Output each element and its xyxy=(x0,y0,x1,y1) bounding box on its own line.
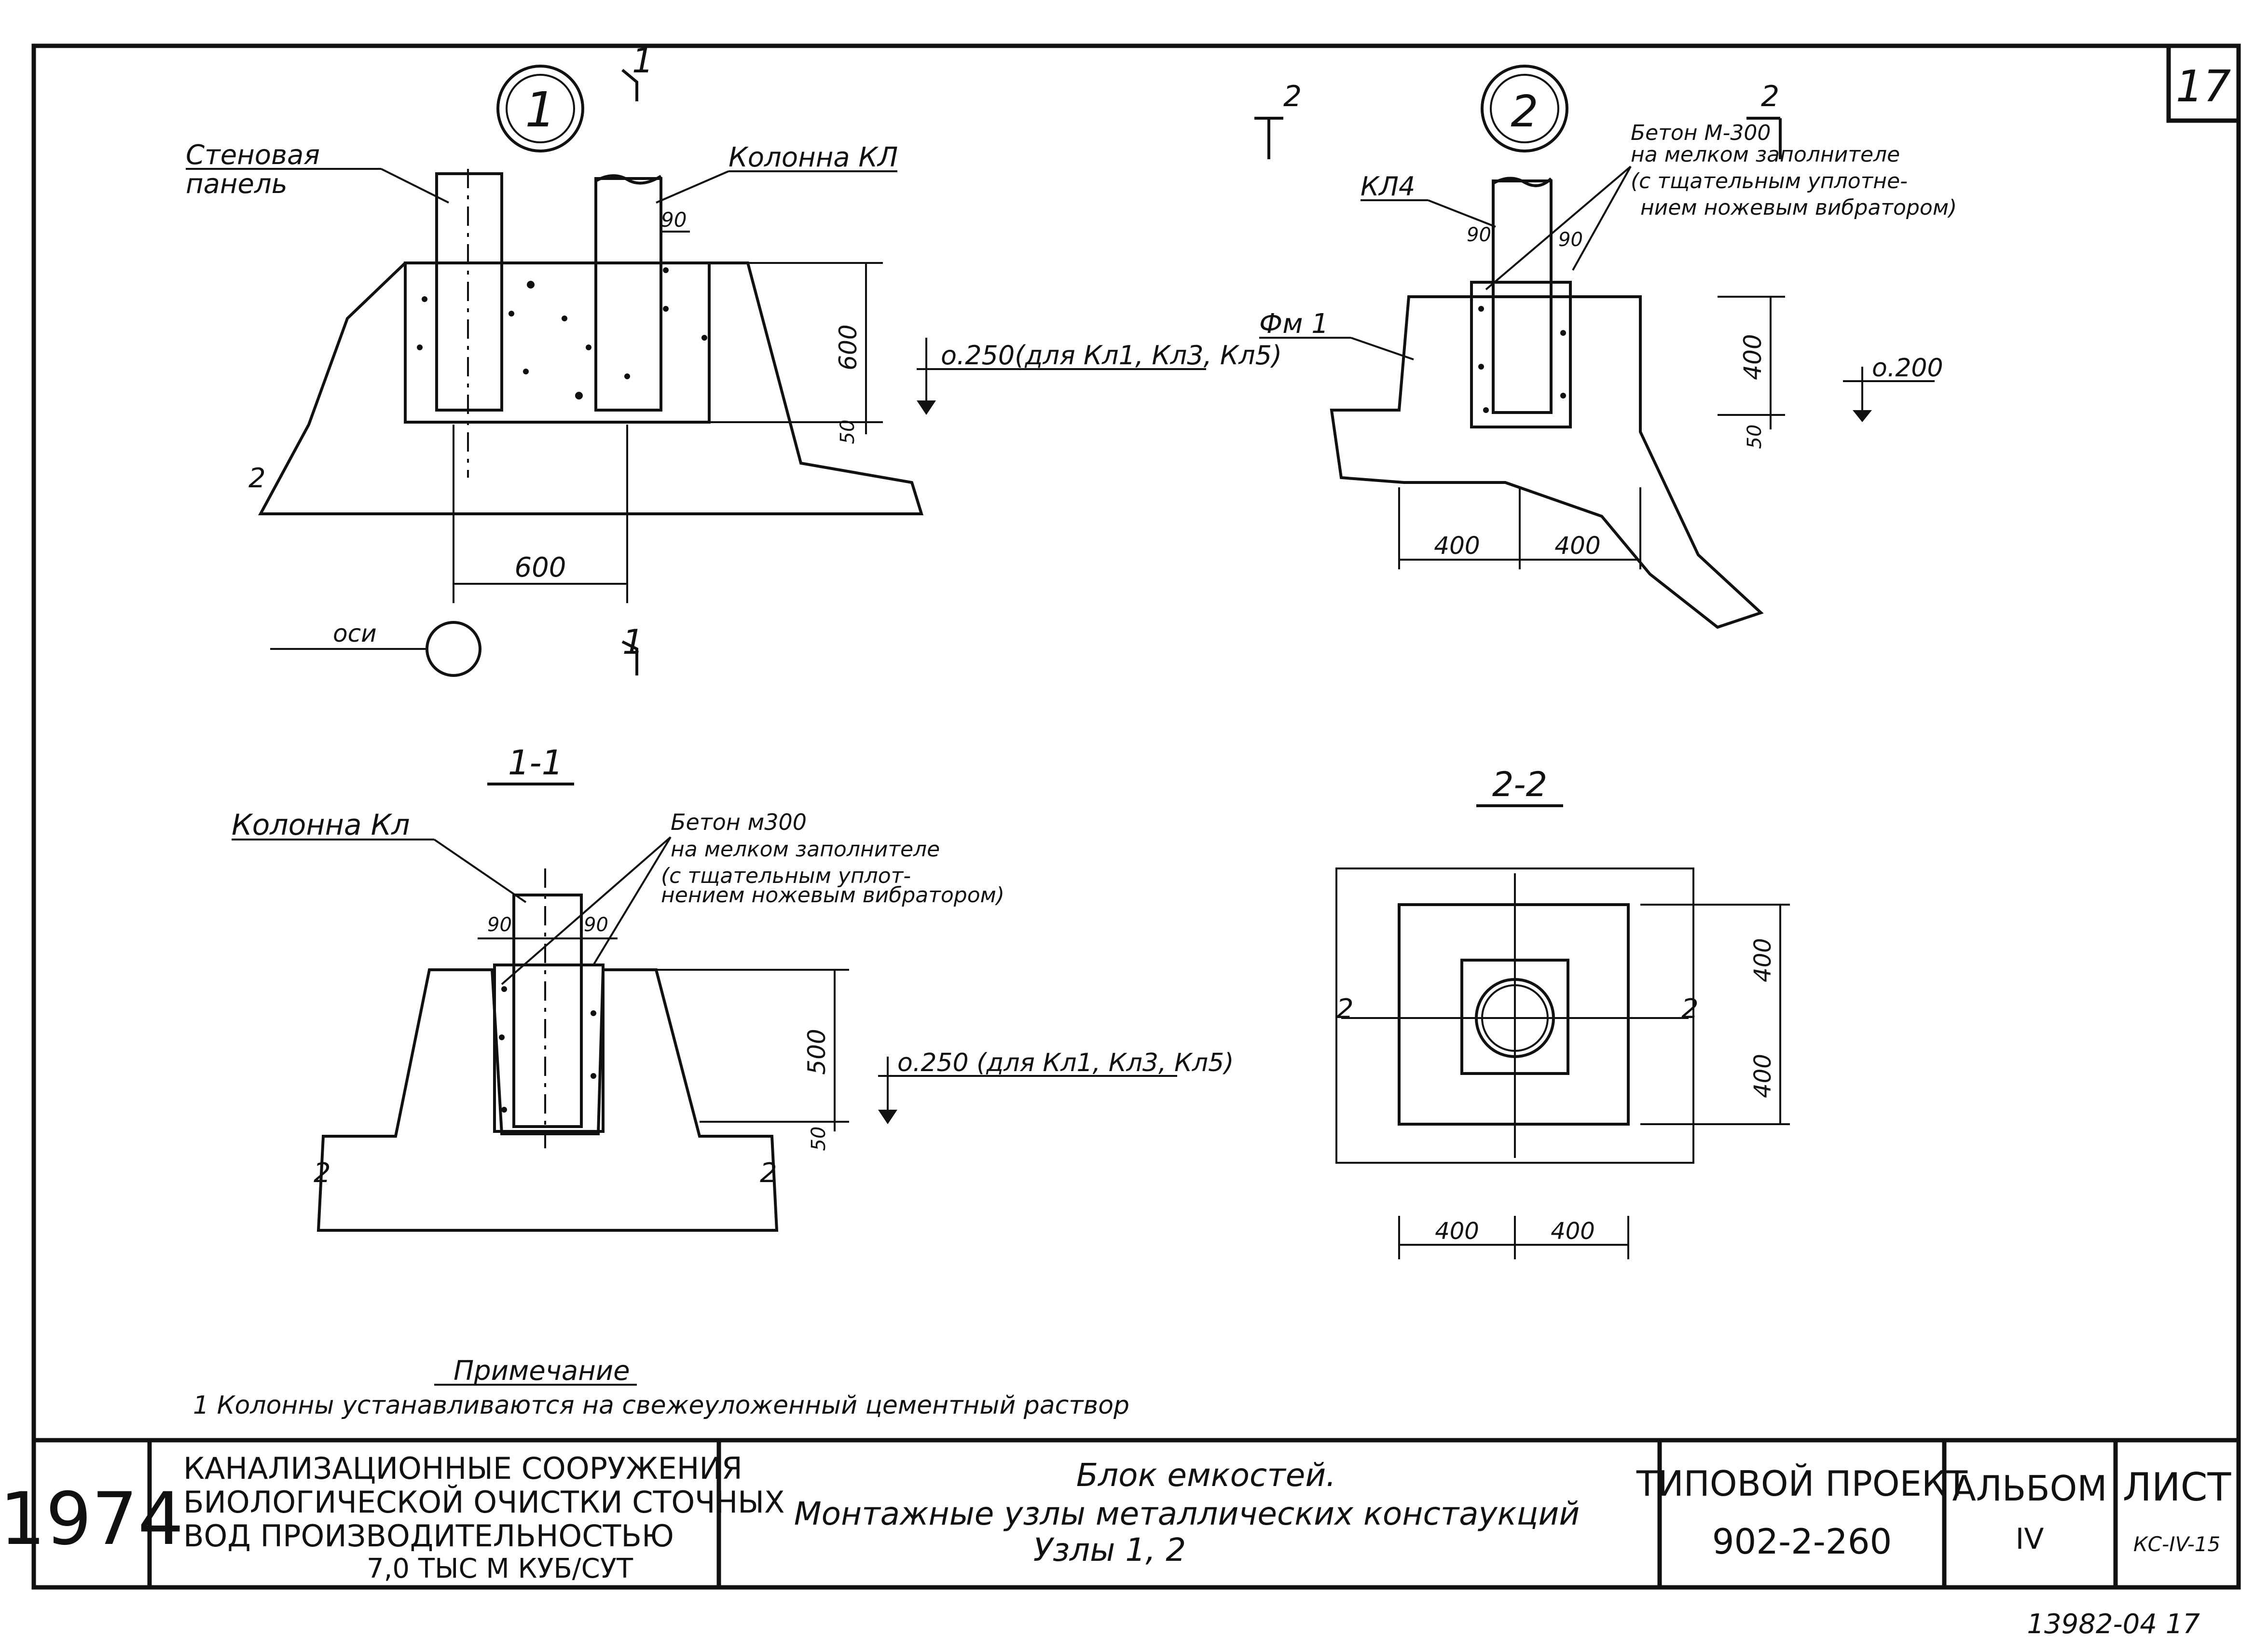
sheet-number-box: 17 xyxy=(2166,46,2239,123)
concrete-note-1-1-line-2: на мелком заполнителе xyxy=(671,837,940,862)
foundation-node-2 xyxy=(1330,295,1764,629)
axis-bubble xyxy=(426,621,481,677)
break-mark-1-1-left: 2 xyxy=(314,1157,331,1189)
wall-panel-label-2: панель xyxy=(186,168,288,200)
concrete-note-2-line-4: нием ножевым вибратором) xyxy=(1640,195,1957,220)
sheet-number: 17 xyxy=(2176,61,2231,112)
project-line-2: БИОЛОГИЧЕСКОЙ ОЧИСТКИ СТОЧНЫХ xyxy=(183,1485,784,1520)
wall-panel-label-1: Стеновая xyxy=(186,139,320,171)
dim-50-1-1: 50 xyxy=(808,1127,830,1151)
drawing-title-1: Блок емкостей. xyxy=(1076,1457,1336,1494)
dim-400-vertical-node-2: 400 xyxy=(1739,334,1767,380)
grout-pocket-2 xyxy=(1470,281,1572,428)
section-2-2-outer-dim-frame xyxy=(1335,867,1694,1164)
concrete-dots-2 xyxy=(1478,306,1566,413)
level-label-node-1: о.250(для Кл1, Кл3, Кл5) xyxy=(941,340,1282,371)
footer-stamp: 13982-04 17 xyxy=(2027,1609,2200,1640)
section-mark-1-bottom: 1 xyxy=(622,622,644,662)
column-section-1-1 xyxy=(512,894,583,1128)
callout-circle-1 xyxy=(496,65,584,152)
section-mark-1-top: 1 xyxy=(632,41,654,81)
concrete-note-2-line-1: Бетон М-300 xyxy=(1631,121,1771,145)
album-label: АЛЬБОМ xyxy=(1952,1468,2107,1509)
sheet-label: ЛИСТ xyxy=(2123,1465,2232,1510)
column-label-2: КЛ4 xyxy=(1361,171,1415,202)
title-block: 1974 КАНАЛИЗАЦИОННЫЕ СООРУЖЕНИЯ БИОЛОГИЧ… xyxy=(0,1438,2239,1587)
dim-50-node-1: 50 xyxy=(837,420,859,444)
sheet-frame xyxy=(31,43,2241,1590)
dim-90a-1-1: 90 xyxy=(487,914,512,936)
typical-project-number: 902-2-260 xyxy=(1712,1521,1892,1562)
foundation-node-1 xyxy=(258,262,924,515)
project-line-4: 7,0 ТЫС М КУБ/СУТ xyxy=(367,1553,633,1584)
dim-90b-1-1: 90 xyxy=(584,914,608,936)
dim-400-left-2-2: 400 xyxy=(1435,1218,1479,1245)
callout-number-2: 2 xyxy=(1511,86,1538,137)
grout-pocket-1-1 xyxy=(493,964,605,1133)
typical-project-label: ТИПОВОЙ ПРОЕКТ xyxy=(1636,1463,1968,1504)
note-heading: Примечание xyxy=(454,1355,630,1387)
dim-500-1-1: 500 xyxy=(803,1029,831,1074)
wall-panel xyxy=(435,172,503,412)
dim-600-vertical: 600 xyxy=(834,324,862,370)
dim-400-right-node-2: 400 xyxy=(1554,532,1600,560)
dim-90a-node-2: 90 xyxy=(1467,224,1491,246)
concrete-note-1-1-line-1: Бетон м300 xyxy=(671,809,807,835)
section-2-2-title: 2-2 xyxy=(1492,765,1547,804)
dim-600-horizontal: 600 xyxy=(515,552,566,583)
callout-circle-2 xyxy=(1481,65,1568,152)
title-block-year: 1974 xyxy=(0,1477,184,1561)
note-text: 1 Колонны устанавливаются на свежеуложен… xyxy=(193,1391,1129,1420)
callout-number-1: 1 xyxy=(525,82,556,138)
concrete-note-1-1-line-4: нением ножевым вибратором) xyxy=(661,883,1004,908)
note: Примечание 1 Колонны устанавливаются на … xyxy=(193,1355,1129,1420)
section-mark-2-left: 2 xyxy=(1283,80,1302,113)
break-mark-1-1-right: 2 xyxy=(760,1157,777,1189)
concrete-note-1-1-line-3: (с тщательным уплот- xyxy=(661,864,911,888)
grout-pocket-1 xyxy=(404,262,711,424)
concrete-note-2-line-2: на мелком заполнителе xyxy=(1631,142,1900,167)
section-2-2: 2-2 400 400 400 400 2 2 xyxy=(1335,765,1790,1259)
column-label-1-1: Колонна Кл xyxy=(232,808,410,842)
concrete-note-2-line-3: (с тщательным уплотне- xyxy=(1631,169,1908,193)
node-2: 2 2 2 КЛ4 Бетон М-300 на мелком заполнит… xyxy=(1254,65,1957,629)
section-mark-2-right: 2 xyxy=(1761,80,1779,113)
sheet-code: КС-IV-15 xyxy=(2133,1532,2220,1556)
fm-label: Фм 1 xyxy=(1259,308,1329,340)
section-mark-2-2-right: 2 xyxy=(1681,993,1699,1025)
column-label-1: Колонна КЛ xyxy=(729,142,898,173)
axis-label: оси xyxy=(333,620,377,647)
dim-400-bottom-2-2: 400 xyxy=(1749,1054,1776,1098)
section-1-1-title: 1-1 xyxy=(508,743,563,783)
album-number: IV xyxy=(2016,1522,2044,1556)
dim-400-top-2-2: 400 xyxy=(1749,938,1776,982)
dim-400-left-node-2: 400 xyxy=(1434,532,1480,560)
section-2-2-footing xyxy=(1398,903,1630,1126)
dim-90b-node-2: 90 xyxy=(1558,229,1583,251)
dim-400-right-2-2: 400 xyxy=(1551,1218,1595,1245)
level-label-node-2: о.200 xyxy=(1872,354,1943,383)
section-mark-2-2-left: 2 xyxy=(1336,993,1354,1025)
project-line-1: КАНАЛИЗАЦИОННЫЕ СООРУЖЕНИЯ xyxy=(183,1451,742,1486)
drawing-title-3: Узлы 1, 2 xyxy=(1033,1531,1186,1569)
node-1: 1 1 1 Стеновая панель Колонна КЛ 90 xyxy=(186,41,1282,677)
section-1-1: 1-1 Колонна Кл Бетон м300 на мелком запо… xyxy=(232,743,1234,1232)
dim-90-node-1: 90 xyxy=(661,208,687,232)
break-mark-node-1: 2 xyxy=(248,463,266,494)
concrete-dots-1 xyxy=(417,267,707,399)
dim-50-node-2: 50 xyxy=(1744,425,1766,449)
drawing-title-2: Монтажные узлы металлических констаукций xyxy=(794,1495,1580,1532)
project-line-3: ВОД ПРОИЗВОДИТЕЛЬНОСТЬЮ xyxy=(183,1518,674,1554)
foundation-section-1-1 xyxy=(316,968,779,1232)
concrete-dots-1-1 xyxy=(499,986,596,1113)
level-label-1-1: о.250 (для Кл1, Кл3, Кл5) xyxy=(897,1048,1234,1077)
